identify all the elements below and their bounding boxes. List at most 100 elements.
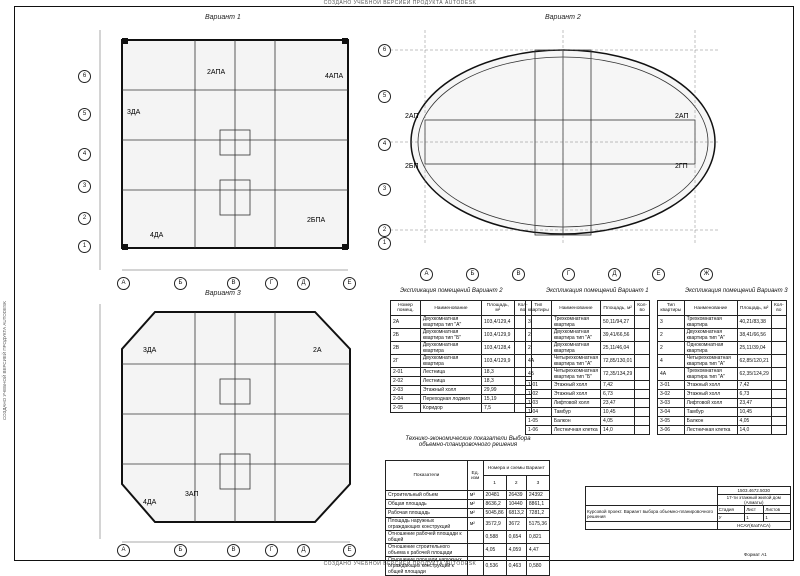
plan-v3-apt-1: 3ДА bbox=[143, 347, 157, 354]
table-cell: 4,05 bbox=[736, 416, 772, 426]
plan-v3-apt-4: 3АП bbox=[185, 491, 199, 498]
table-cell: 0,821 bbox=[525, 530, 551, 544]
table-cell: 1-01 bbox=[525, 380, 552, 390]
table-cell: Трехкомнатная квартира тип "А" bbox=[683, 367, 738, 381]
table-cell bbox=[634, 380, 650, 390]
table-v3-title: Экспликация помещений Вариант 3 bbox=[685, 288, 788, 294]
stamp-sheets-label: Листов bbox=[763, 505, 791, 514]
table-v2-title: Экспликация помещений Вариант 2 bbox=[400, 288, 503, 294]
table-cell: 62,85/120,21 bbox=[736, 354, 772, 368]
table-cell: 4Б bbox=[525, 367, 552, 381]
table-cell: Этажный холл bbox=[683, 389, 738, 399]
table-cell: Коридор bbox=[419, 403, 483, 413]
table-cell: 2-03 bbox=[390, 385, 421, 395]
t1-header: Тип квартиры bbox=[525, 300, 552, 316]
table-cell: Площадь наружных ограждающих конструкций bbox=[385, 517, 468, 531]
stamp-stage-value: У bbox=[716, 513, 746, 522]
table-cell: 25,11/39,04 bbox=[736, 341, 772, 355]
axis3-b: Б bbox=[174, 544, 187, 557]
table-cell: 3572,9 bbox=[482, 517, 507, 531]
table-cell bbox=[770, 380, 788, 390]
table-cell: Этажный холл bbox=[419, 385, 483, 395]
plan-v2-apt-3: 2АП bbox=[675, 113, 689, 120]
axis2-3: 3 bbox=[378, 183, 391, 196]
table-cell: 2 bbox=[525, 328, 552, 342]
table-cell: 24392 bbox=[525, 490, 551, 500]
table-cell: Балкон bbox=[683, 416, 738, 426]
plan-v2-apt-2: 2БП bbox=[405, 163, 419, 170]
table-cell: Четырехкомнатная квартира тип "А" bbox=[683, 354, 738, 368]
tep-group-header: Номера и схемы Вариант bbox=[482, 460, 551, 476]
table-cell bbox=[770, 416, 788, 426]
stamp-sheet-label: Лист bbox=[744, 505, 765, 514]
plan-v2-title: Вариант 2 bbox=[545, 14, 581, 21]
axis-b: Б bbox=[174, 277, 187, 290]
table-cell: 1-06 bbox=[525, 425, 552, 435]
t3-header: Наименование bbox=[683, 300, 738, 316]
table-cell: 72,85/130,01 bbox=[600, 354, 636, 368]
table-cell: 2-04 bbox=[390, 394, 421, 404]
table-cell: 23,47 bbox=[600, 398, 636, 408]
plan-v3: 3ДА 2А 4ДА 3АП bbox=[99, 304, 351, 543]
table-row: Площадь наружных ограждающих конструкций… bbox=[385, 517, 551, 531]
t3-header: Кол-во bbox=[770, 300, 788, 316]
table-cell: 8636,2 bbox=[482, 499, 507, 509]
t1-header: Площадь, м² bbox=[600, 300, 636, 316]
axis2-g: Г bbox=[562, 268, 575, 281]
table-cell: Переходная лоджия bbox=[419, 394, 483, 404]
axis2-2: 2 bbox=[378, 224, 391, 237]
table-cell: 23,47 bbox=[736, 398, 772, 408]
axis3-d: Д bbox=[297, 544, 310, 557]
table-cell: Общая площадь bbox=[385, 499, 468, 509]
table-cell: 0,463 bbox=[505, 556, 527, 576]
axis-v: В bbox=[227, 277, 240, 290]
table-cell: Этажный холл bbox=[683, 380, 738, 390]
table-cell: Лестница bbox=[419, 376, 483, 386]
table-cell: 103,4/128,4 bbox=[481, 341, 515, 355]
table-cell: Строительный объем bbox=[385, 490, 468, 500]
axis2-e: Е bbox=[652, 268, 665, 281]
t1-header: Кол-во bbox=[634, 300, 650, 316]
table-row: Отношение площади наружных ограждающих к… bbox=[385, 556, 551, 576]
table-cell: Тамбур bbox=[550, 407, 602, 417]
tep-header: Показатели bbox=[385, 460, 468, 491]
table-cell bbox=[770, 354, 788, 368]
table-cell: 3 bbox=[525, 315, 552, 329]
stamp-format: Формат А1 bbox=[744, 552, 767, 557]
plan-v2: 2АП 2БП 2АП 2ГП bbox=[385, 30, 720, 245]
table-cell: Тамбур bbox=[683, 407, 738, 417]
table-cell: 39,41/66,56 bbox=[600, 328, 636, 342]
table-cell: м² bbox=[466, 517, 484, 531]
table-cell: 4А bbox=[525, 354, 552, 368]
table-cell: 3672 bbox=[505, 517, 527, 531]
t1-header: Наименование bbox=[550, 300, 602, 316]
axis-5: 5 bbox=[78, 108, 91, 121]
watermark-top: СОЗДАНО УЧЕБНОЙ ВЕРСИЕЙ ПРОДУКТА AUTODES… bbox=[323, 0, 477, 6]
table-cell: Отношение рабочей площади к общей bbox=[385, 530, 468, 544]
table-cell: 7,5 bbox=[481, 403, 515, 413]
table-cell: 3-06 bbox=[657, 425, 685, 435]
table-cell: 5045,86 bbox=[482, 508, 507, 518]
table-cell: Отношение строительного объема к рабочей… bbox=[385, 543, 468, 557]
axis-2: 2 bbox=[78, 212, 91, 225]
axis-a: А bbox=[117, 277, 130, 290]
